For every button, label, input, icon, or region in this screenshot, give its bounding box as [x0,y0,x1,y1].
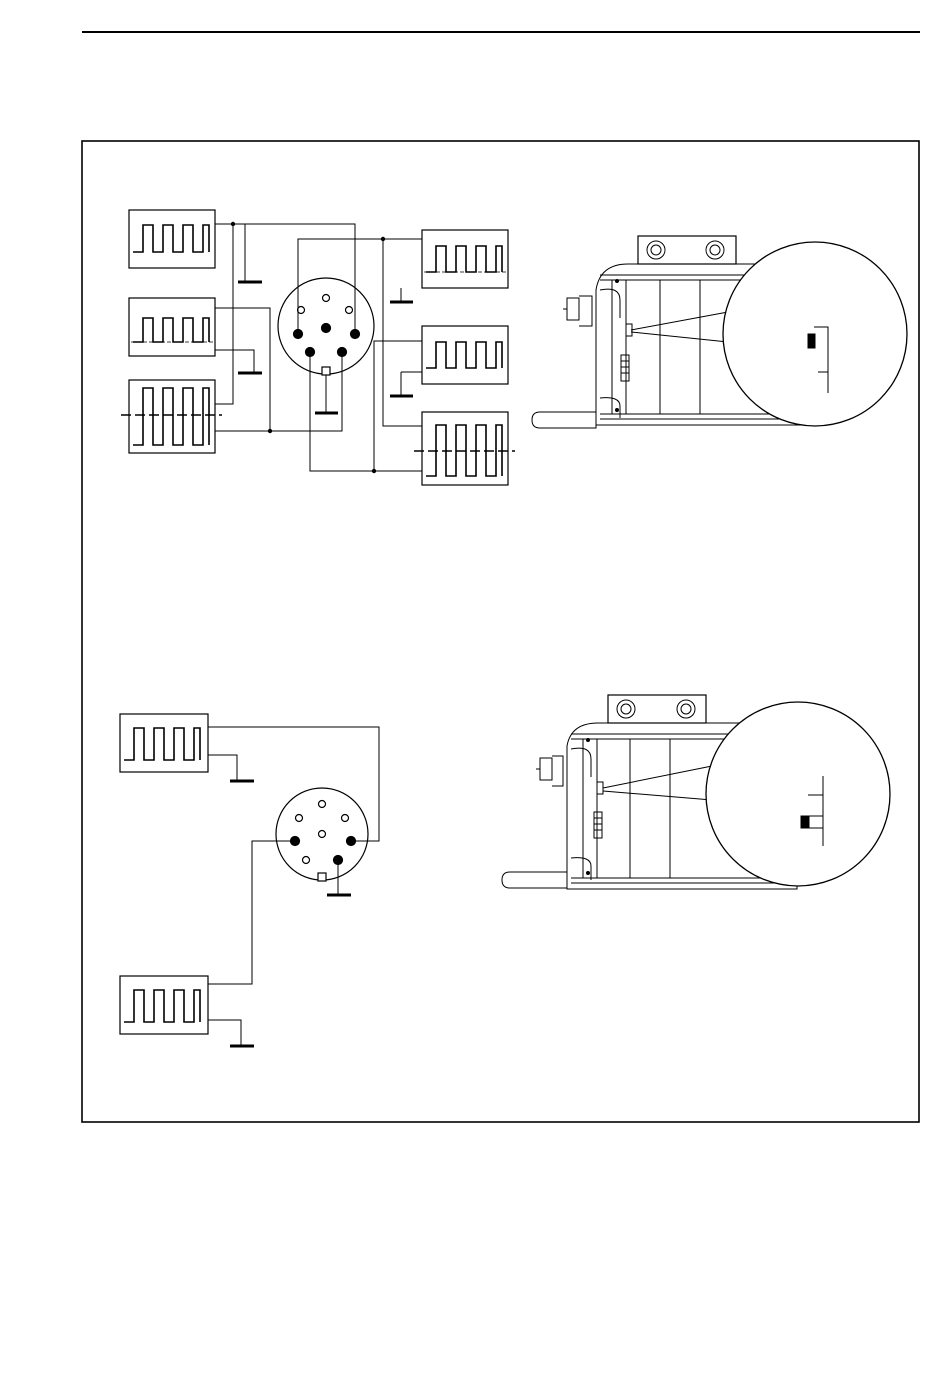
connector-1-round-connector-icon [278,278,374,375]
scope-5-square-wave-icon [422,326,508,384]
connector-2-round-connector-icon [276,788,368,881]
scope-2-square-wave-icon [129,298,215,356]
panel-1-wiring [215,224,422,471]
device-1-sensor-unit-icon [532,236,907,428]
scope-1-square-wave-icon [129,210,215,268]
device-2-sensor-unit-icon [502,695,890,889]
scope-8-square-wave-icon [120,976,208,1034]
scope-3-square-wave-icon [121,380,222,453]
scope-4-square-wave-icon [422,230,508,288]
scope-6-square-wave-icon [414,412,515,485]
panel-2-wiring [208,727,379,1046]
scope-7-square-wave-icon [120,714,208,772]
panel-2 [120,695,890,1046]
panel-2-grounds [230,781,351,1046]
panel-1 [121,210,907,485]
